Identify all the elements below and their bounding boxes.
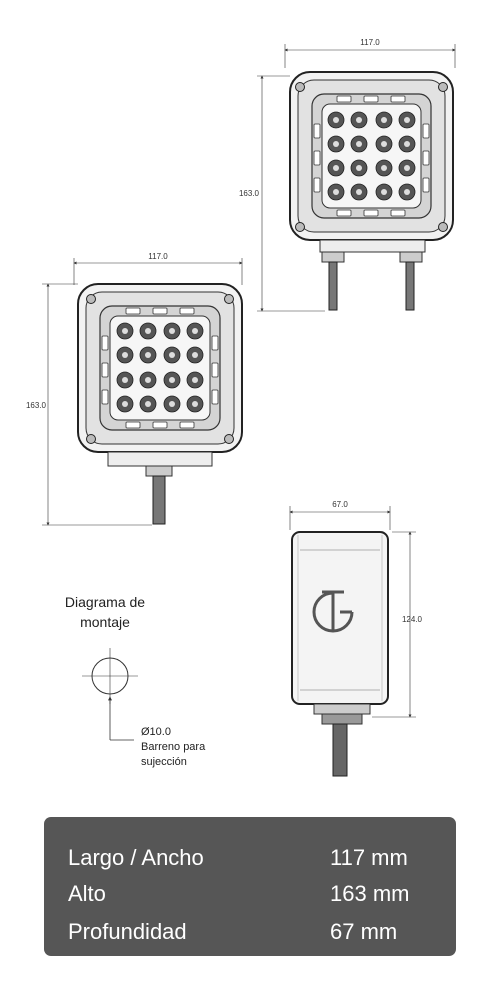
hole-note-line2: sujección: [141, 756, 187, 768]
front-view-lamp: 117.0 163.0: [26, 252, 243, 526]
side-view-lamp: 67.0 124.0: [289, 500, 423, 777]
mounting-hole-diagram: [82, 648, 138, 741]
spec-row: Profundidad 67 mm: [44, 911, 456, 949]
spec-value: 163 mm: [330, 881, 410, 906]
rear-height-label: 163.0: [239, 189, 260, 198]
hole-note: Ø10.0 Barreno para sujección: [141, 725, 205, 770]
hole-diameter: Ø10.0: [141, 726, 171, 738]
spec-value: 117 mm: [330, 845, 408, 870]
hole-note-line1: Barreno para: [141, 741, 206, 753]
front-width-label: 117.0: [148, 252, 168, 261]
mounting-title-line2: montaje: [80, 614, 130, 630]
mounting-diagram-title: Diagrama de montaje: [40, 592, 170, 632]
side-depth-label: 67.0: [332, 500, 348, 509]
rear-view-lamp: 117.0 163.0: [239, 38, 456, 312]
spec-label: Alto: [68, 881, 106, 906]
spec-label: Profundidad: [68, 919, 187, 944]
spec-row: Alto 163 mm: [44, 873, 456, 911]
technical-drawing: 117.0 163.0: [26, 38, 456, 777]
mounting-title-line1: Diagrama de: [64, 594, 146, 610]
specs-panel: Largo / Ancho 117 mm Alto 163 mm Profund…: [44, 817, 456, 956]
tg-logo-icon: [312, 590, 354, 633]
rear-width-label: 117.0: [360, 38, 380, 47]
spec-row: Largo / Ancho 117 mm: [44, 837, 456, 875]
spec-value: 67 mm: [330, 919, 398, 944]
spec-label: Largo / Ancho: [68, 845, 204, 870]
front-height-label: 163.0: [26, 401, 47, 410]
side-height-label: 124.0: [402, 615, 423, 624]
